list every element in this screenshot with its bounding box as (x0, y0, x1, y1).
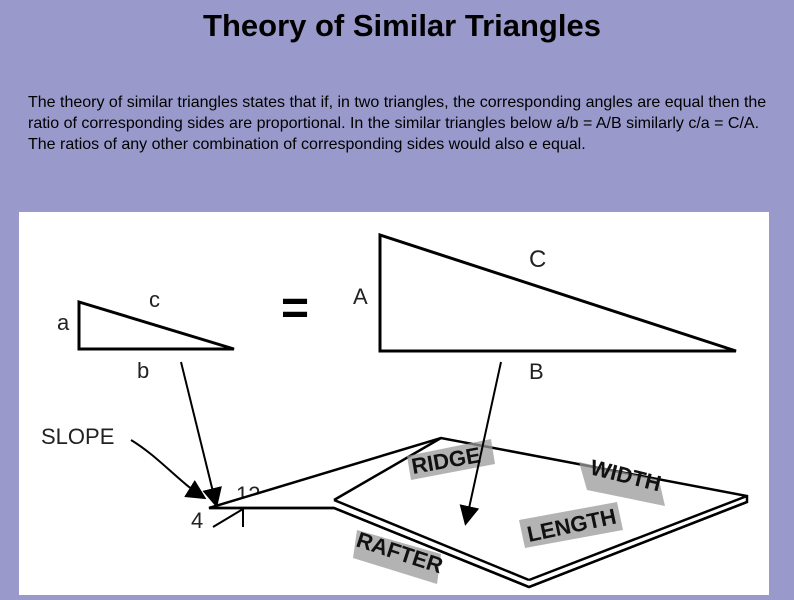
theory-paragraph: The theory of similar triangles states t… (28, 94, 767, 153)
similar-triangles-figure: a b c = A B C SLOPE 12 4 RIDGE WIDT (19, 212, 773, 595)
equals-sign: = (281, 282, 309, 335)
slope-arrow (130, 439, 207, 500)
page-title: Theory of Similar Triangles (203, 8, 601, 43)
figure-canvas: a b c = A B C SLOPE 12 4 RIDGE WIDT (19, 212, 773, 595)
large-triangle (378, 232, 737, 353)
small-side-c-label: c (149, 287, 160, 312)
large-side-b-label: B (529, 359, 544, 384)
large-triangle-arrow (459, 361, 502, 526)
small-side-b-label: b (137, 358, 149, 383)
large-side-c-label: C (529, 246, 546, 273)
small-triangle-arrow (180, 361, 222, 508)
slope-label: SLOPE (41, 424, 114, 449)
slope-run-label: 4 (191, 508, 203, 533)
small-triangle (77, 299, 235, 351)
upper-panel (19, 212, 769, 380)
small-side-a-label: a (57, 310, 70, 335)
large-side-a-label: A (353, 284, 368, 309)
